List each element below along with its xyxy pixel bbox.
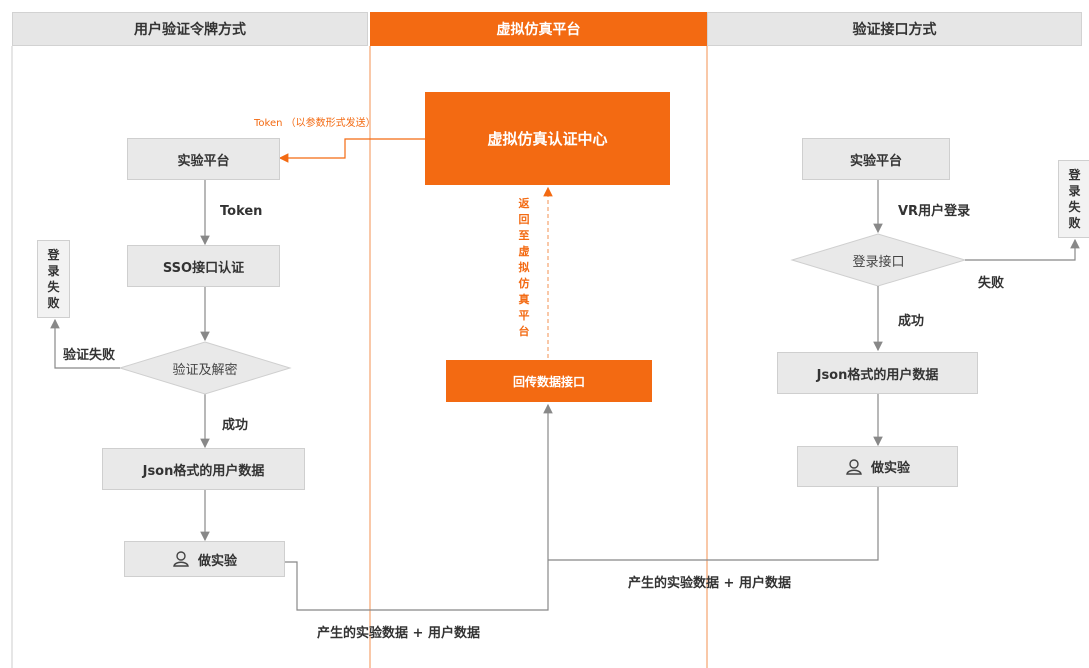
header-center: 虚拟仿真平台 [370,12,707,46]
return-interface-box: 回传数据接口 [446,360,652,402]
header-right-title: 验证接口方式 [852,22,937,38]
left-experiment-label: 做实验 [197,553,237,569]
right-platform-label: 实验平台 [849,153,902,169]
right-experiment-label: 做实验 [870,461,910,476]
return-label-char: 仿 [518,277,530,290]
return-label-char: 真 [518,293,530,306]
right-experiment-box: 做实验 [797,446,958,487]
right-login-fail-box: 登 录 失 败 [1058,160,1089,238]
left-output-arrow [285,403,553,611]
header-left: 用户验证令牌方式 [12,12,368,46]
return-label-char: 虚 [518,245,530,258]
left-login-fail-box: 登 录 失 败 [37,240,70,318]
return-label-char: 返 [518,197,530,210]
return-label-char: 拟 [518,261,530,274]
token-param-label: Token （以参数形式发送） [254,118,376,129]
right-output-label: 产生的实验数据 + 用户数据 [628,576,791,591]
right-fail-char: 录 [1068,184,1081,198]
left-token-label: Token [220,204,263,219]
left-experiment-box: 做实验 [124,541,285,577]
return-label: 返 回 至 虚 拟 仿 真 平 台 [514,196,534,340]
return-label-char: 平 [518,309,530,322]
right-vr-login-label: VR用户登录 [898,204,971,219]
user-icon [846,458,862,475]
right-success-label: 成功 [898,314,925,329]
return-label-char: 至 [518,229,530,242]
left-decision-shape [118,341,292,395]
right-fail-char: 登 [1068,168,1081,182]
right-experiment-content: 做实验 [845,457,910,476]
right-decision: 登录接口 [792,234,965,286]
right-decision-label: 登录接口 [852,254,905,270]
left-platform-box: 实验平台 [127,138,280,180]
left-fail-char: 登 [47,248,60,262]
auth-center-box: 虚拟仿真认证中心 [425,92,670,185]
header-left-title: 用户验证令牌方式 [134,22,246,38]
left-fail-arrow [50,318,120,369]
left-fail-char: 录 [47,264,60,278]
return-label-char: 台 [518,325,530,338]
right-json-box: Json格式的用户数据 [777,352,978,394]
left-sso-label: SSO接口认证 [162,260,245,276]
right-fail-label: 失败 [978,276,1005,291]
left-decision-label: 验证及解密 [172,362,238,378]
right-output-line [548,487,879,561]
left-fail-char: 败 [47,296,60,310]
left-output-label: 产生的实验数据 + 用户数据 [317,626,480,641]
right-fail-char: 败 [1068,216,1081,230]
right-json-label: Json格式的用户数据 [816,367,939,383]
header-center-title: 虚拟仿真平台 [496,22,581,38]
left-json-label: Json格式的用户数据 [142,463,265,479]
left-success-label: 成功 [222,418,249,433]
right-fail-char: 失 [1068,200,1081,214]
return-interface-label: 回传数据接口 [512,374,585,389]
token-arrow [278,138,425,163]
user-icon [173,551,189,567]
right-fail-arrow [965,238,1080,261]
return-label-char: 回 [518,213,530,226]
auth-center-label: 虚拟仿真认证中心 [487,130,608,148]
header-right: 验证接口方式 [707,12,1082,46]
left-fail-char: 失 [47,280,60,294]
left-experiment-content: 做实验 [172,550,237,569]
right-platform-box: 实验平台 [802,138,950,180]
left-verify-fail-label: 验证失败 [63,348,116,363]
left-decision: 验证及解密 [120,342,290,394]
left-json-box: Json格式的用户数据 [102,448,305,490]
left-sso-box: SSO接口认证 [127,245,280,287]
left-platform-label: 实验平台 [177,153,230,169]
